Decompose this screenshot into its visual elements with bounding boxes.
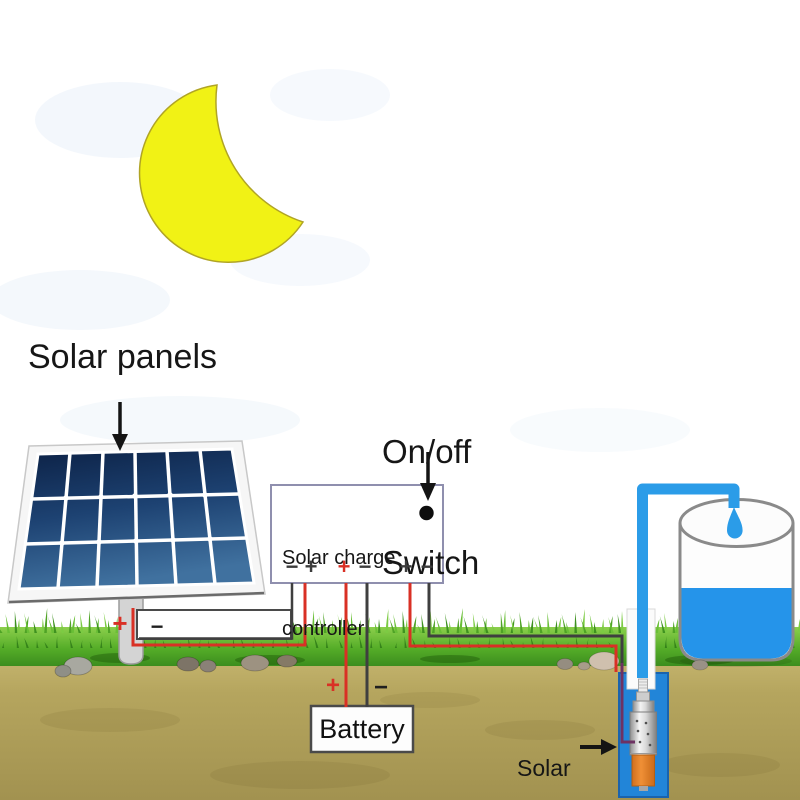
- water-pump: [629, 678, 657, 791]
- wires: [131, 583, 635, 744]
- water-pipe: [637, 483, 740, 678]
- panel-positive-sign: +: [112, 608, 128, 638]
- controller-terminal-3: +: [337, 554, 351, 579]
- pump-right-arrow-icon: [580, 739, 617, 755]
- controller-terminal-4: −: [358, 554, 372, 579]
- pointer-arrows: [112, 402, 617, 755]
- charge-controller-label-line2: controller: [282, 617, 365, 640]
- tank-water: [681, 588, 792, 659]
- water-pump-label: Solar water pump: [517, 703, 575, 800]
- on-off-switch-label-line2: Switch: [382, 543, 480, 581]
- on-off-switch-dot: [419, 505, 434, 521]
- on-off-switch-label: On/off Switch: [382, 360, 479, 619]
- water-droplet-icon: [727, 507, 743, 539]
- battery-label: Battery: [319, 713, 405, 744]
- wire-pump-positive: [408, 583, 618, 672]
- controller-terminal-6: −: [420, 554, 434, 579]
- switch-down-arrow-icon: [420, 452, 436, 501]
- battery-positive-sign: +: [325, 672, 341, 699]
- controller-terminal-2: +: [304, 554, 318, 579]
- solar-panels-label: Solar panels: [28, 338, 218, 376]
- panel-negative-sign: −: [150, 614, 164, 639]
- panel-junction-box: [136, 609, 292, 640]
- charge-controller-box: [270, 484, 444, 584]
- water-pump-label-line1: Solar: [517, 755, 571, 782]
- soil-patches: [40, 692, 780, 789]
- controller-terminal-5: +: [399, 554, 413, 579]
- solar-panels-down-arrow-icon: [112, 402, 128, 451]
- wire-panel-positive: [131, 583, 307, 647]
- charge-controller-label: Solar charge controller: [282, 500, 395, 665]
- battery-box: [309, 704, 415, 754]
- wire-pump-negative: [427, 583, 624, 663]
- on-off-switch-label-line1: On/off: [382, 432, 472, 470]
- wire-panel-negative: [139, 583, 294, 640]
- front-rocks: [556, 651, 709, 671]
- rocks: [54, 654, 298, 678]
- sky-clouds: [0, 69, 690, 452]
- wire-pump-downhole: [620, 663, 635, 744]
- battery-negative-sign: −: [373, 674, 389, 701]
- solar-panel: [7, 440, 266, 604]
- moon-icon: [138, 84, 305, 263]
- controller-terminal-1: −: [285, 554, 299, 579]
- charge-controller-label-line1: Solar charge: [282, 547, 396, 570]
